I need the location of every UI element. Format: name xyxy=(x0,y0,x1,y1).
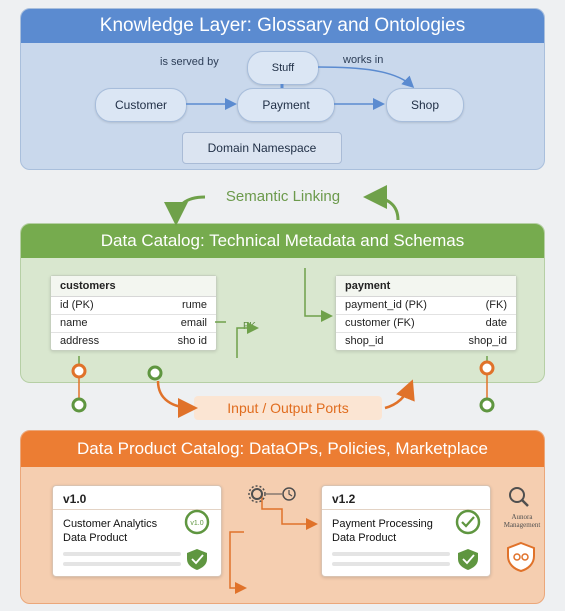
column-name: email xyxy=(180,317,207,329)
link-arrow xyxy=(304,268,333,322)
input-output-ports-label: Input / Output Ports xyxy=(194,396,382,420)
divider xyxy=(322,509,490,510)
placeholder-bar xyxy=(332,562,450,566)
column-name: sho id xyxy=(177,335,207,347)
product-version: v1.2 xyxy=(332,492,356,506)
product-link-arrow xyxy=(229,531,247,594)
port-customers-in[interactable] xyxy=(147,365,163,381)
table-row: name email xyxy=(51,315,216,333)
relation-works-in: works in xyxy=(343,54,384,66)
clock-icon xyxy=(282,487,296,501)
column-name: id (PK) xyxy=(60,299,94,311)
semantic-linking-label: Semantic Linking xyxy=(200,184,366,210)
column-name: shop_id xyxy=(345,335,384,347)
port-payment-out[interactable] xyxy=(479,356,495,413)
product-name-line: Data Product xyxy=(63,532,128,544)
table-name: payment xyxy=(336,276,516,297)
table-row: id (PK) rume xyxy=(51,297,216,315)
workflow-arrow xyxy=(261,495,318,530)
ports-arrow-left xyxy=(156,380,198,418)
column-name: rume xyxy=(181,299,207,311)
column-name: address xyxy=(60,335,100,347)
entity-shop[interactable]: Shop xyxy=(386,88,464,122)
table-row: shop_id shop_id xyxy=(336,333,516,350)
column-name: payment_id (PK) xyxy=(345,299,427,311)
product-name-line: Data Product xyxy=(332,532,397,544)
search-icon[interactable] xyxy=(509,487,529,507)
product-version: v1.0 xyxy=(63,492,87,506)
shield-icon xyxy=(187,549,207,570)
entity-customer[interactable]: Customer xyxy=(95,88,187,122)
policy-shield-icon xyxy=(507,541,535,573)
column-name: shop_id xyxy=(468,335,507,347)
shield-icon xyxy=(458,549,478,570)
table-row: address sho id xyxy=(51,333,216,350)
placeholder-bar xyxy=(332,552,450,556)
semantic-arrow-left xyxy=(164,195,206,226)
data-product-catalog-title: Data Product Catalog: DataOPs, Policies,… xyxy=(21,431,544,467)
side-label-line: Management xyxy=(503,521,541,529)
table-row: customer (FK) date xyxy=(336,315,516,333)
edge-staff-shop xyxy=(317,66,415,89)
knowledge-layer-title: Knowledge Layer: Glossary and Ontologies xyxy=(21,9,544,43)
side-management-label: Aunora Management xyxy=(498,513,546,529)
column-name: (FK) xyxy=(485,299,507,311)
table-row: payment_id (PK) (FK) xyxy=(336,297,516,315)
side-label-line: Aunora xyxy=(511,513,533,521)
placeholder-bar xyxy=(63,552,181,556)
check-circle-icon xyxy=(455,509,481,535)
product-name-line: Payment Processing xyxy=(332,518,433,530)
product-name: Payment Processing Data Product xyxy=(332,517,452,545)
customers-table[interactable]: customers id (PK) rume name email address s… xyxy=(50,275,217,351)
semantic-arrow-right xyxy=(363,185,400,221)
divider xyxy=(53,509,221,510)
port-customers-out[interactable] xyxy=(71,356,87,413)
domain-namespace[interactable]: Domain Namespace xyxy=(182,132,342,164)
placeholder-bar xyxy=(63,562,181,566)
product-name: Customer Analytics Data Product xyxy=(63,517,183,545)
version-badge-icon: v1.0 xyxy=(184,509,210,535)
payment-table[interactable]: payment payment_id (PK) (FK) customer (FK… xyxy=(335,275,517,351)
version-badge-text: v1.0 xyxy=(190,520,203,527)
entity-staff[interactable]: Stuff xyxy=(247,51,319,85)
column-name: date xyxy=(485,317,507,329)
ports-arrow-right xyxy=(384,379,415,410)
column-name: customer (FK) xyxy=(345,317,415,329)
fk-arrow xyxy=(236,322,259,358)
product-name-line: Customer Analytics xyxy=(63,518,158,530)
entity-payment[interactable]: Payment xyxy=(237,88,335,122)
relation-served-by: is served by xyxy=(160,56,219,68)
table-name: customers xyxy=(51,276,216,297)
data-catalog-title: Data Catalog: Technical Metadata and Sch… xyxy=(21,224,544,258)
gear-icon xyxy=(248,485,266,503)
column-name: name xyxy=(60,317,88,329)
